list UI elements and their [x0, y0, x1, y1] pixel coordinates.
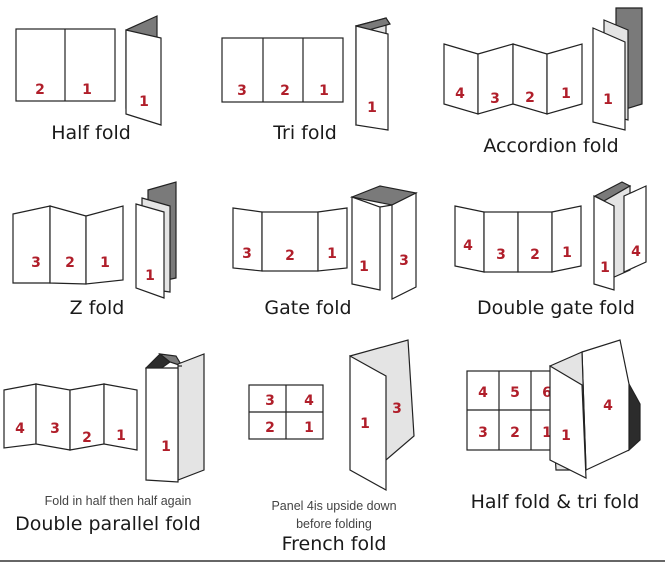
- panel-number: 4: [631, 244, 641, 260]
- tri-fold-folded: 1: [354, 17, 391, 131]
- panel-number: 6: [542, 385, 552, 401]
- panel-number: 4: [455, 86, 465, 102]
- tri-fold-flat: 3 2 1: [221, 37, 344, 103]
- panel-number: 1: [562, 245, 572, 261]
- accordion-fold-folded: 1: [592, 7, 643, 131]
- panel-number: 1: [82, 82, 92, 98]
- panel-number: 3: [265, 393, 275, 409]
- fold-title: Tri fold: [272, 122, 337, 144]
- panel-number: 3: [242, 246, 252, 262]
- fold-title: Gate fold: [264, 297, 351, 319]
- fold-title: Double parallel fold: [15, 513, 201, 535]
- fold-title: Double gate fold: [477, 297, 635, 319]
- panel-number: 1: [161, 439, 171, 455]
- panel-number: 1: [116, 428, 126, 444]
- fold-note-line: Panel 4is upside down: [271, 499, 396, 513]
- panel-number: 1: [100, 255, 110, 271]
- z-fold: 3 2 1 1 Z fold: [12, 181, 177, 319]
- panel-number: 3: [237, 83, 247, 99]
- panel-number: 1: [327, 246, 337, 262]
- panel-number: 1: [542, 425, 552, 441]
- panel-number: 2: [510, 425, 520, 441]
- french-fold: 3 4 2 1 1 3 Panel 4is upside down before…: [248, 339, 415, 555]
- panel-number: 5: [510, 385, 520, 401]
- fold-title: Z fold: [70, 297, 125, 319]
- panel-number: 4: [304, 393, 314, 409]
- panel-number: 1: [561, 86, 571, 102]
- panel-number: 3: [490, 91, 500, 107]
- panel-number: 2: [525, 90, 535, 106]
- fold-note-line: before folding: [296, 517, 372, 531]
- panel-number: 4: [463, 238, 473, 254]
- half-fold-flat: 2 1: [15, 28, 116, 102]
- panel-number: 2: [35, 82, 45, 98]
- panel-number: 1: [360, 416, 370, 432]
- accordion-fold-flat: 4 3 2 1: [443, 43, 583, 115]
- panel-number: 4: [15, 421, 25, 437]
- gate-fold-folded: 1 3: [349, 185, 418, 300]
- panel-number: 1: [359, 259, 369, 275]
- double-gate-fold-flat: 4 3 2 1: [454, 205, 582, 273]
- panel-number: 2: [82, 430, 92, 446]
- panel-number: 1: [145, 268, 155, 284]
- double-gate-fold: 4 3 2 1 1 4 Double gate fold: [454, 181, 647, 319]
- panel-number: 3: [392, 401, 402, 417]
- fold-note: Fold in half then half again: [45, 494, 192, 508]
- panel-number: 3: [50, 421, 60, 437]
- french-fold-flat: 3 4 2 1: [248, 384, 324, 440]
- panel-number: 3: [478, 425, 488, 441]
- panel-number: 1: [367, 100, 377, 116]
- panel-number: 1: [319, 83, 329, 99]
- panel-number: 4: [603, 398, 613, 414]
- panel-number: 1: [561, 428, 571, 444]
- accordion-fold: 4 3 2 1 1 Accordion fold: [443, 7, 643, 157]
- fold-title: Accordion fold: [483, 135, 618, 157]
- half-and-tri-fold-flat: 4 5 6 3 2 1: [466, 370, 564, 451]
- gate-fold: 3 2 1 1 3 Gate fold: [232, 185, 418, 319]
- panel-number: 3: [399, 253, 409, 269]
- panel-number: 1: [603, 92, 613, 108]
- tri-fold: 3 2 1 1 Tri fold: [221, 17, 391, 144]
- panel-number: 3: [496, 247, 506, 263]
- gate-fold-flat: 3 2 1: [232, 207, 348, 272]
- panel-number: 1: [600, 260, 610, 276]
- panel-number: 2: [280, 83, 290, 99]
- panel-number: 2: [265, 420, 275, 436]
- double-parallel-fold: 4 3 2 1 1 Fold in half then half again D…: [3, 353, 205, 535]
- panel-number: 2: [65, 255, 75, 271]
- panel-number: 1: [304, 420, 314, 436]
- french-fold-folded: 1 3: [349, 339, 415, 492]
- half-and-tri-fold-folded: 1 4: [549, 339, 641, 479]
- z-fold-folded: 1: [135, 181, 177, 299]
- z-fold-flat: 3 2 1: [12, 205, 124, 285]
- double-parallel-fold-flat: 4 3 2 1: [3, 383, 138, 451]
- fold-title: Half fold: [51, 122, 131, 144]
- double-gate-fold-folded: 1 4: [593, 181, 647, 291]
- panel-number: 2: [285, 248, 295, 264]
- panel-number: 4: [478, 385, 488, 401]
- fold-title: French fold: [282, 533, 387, 555]
- double-parallel-fold-folded: 1: [144, 353, 205, 483]
- fold-title: Half fold & tri fold: [471, 491, 640, 513]
- panel-number: 2: [530, 247, 540, 263]
- half-fold: 2 1 1 Half fold: [15, 15, 162, 144]
- half-and-tri-fold: 4 5 6 3 2 1 1 4 Half fold & tri fold: [466, 339, 641, 513]
- half-fold-folded: 1: [125, 15, 162, 126]
- panel-number: 1: [139, 94, 149, 110]
- panel-number: 3: [31, 255, 41, 271]
